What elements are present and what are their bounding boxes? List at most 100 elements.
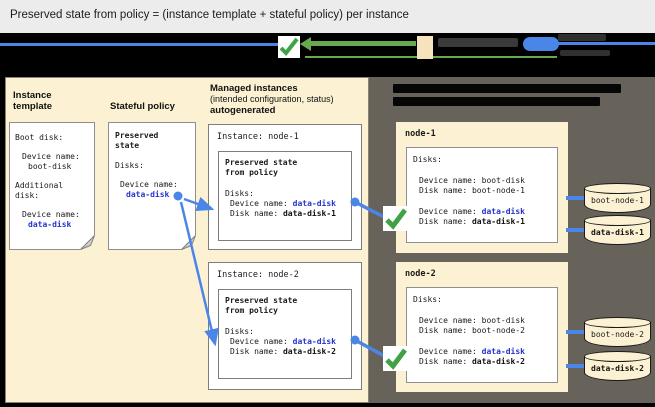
- disk-cylinder-icon: data-disk-2: [584, 351, 651, 381]
- disk-name-row: Disk name: boot-node-2: [419, 326, 553, 336]
- managed-instances-heading-line1: Managed instances: [210, 83, 298, 94]
- device-name-value: data-disk: [481, 207, 525, 216]
- device-name-value: data-disk: [292, 337, 336, 346]
- cylinder-top: [584, 317, 651, 328]
- stateful-policy-heading: Stateful policy: [110, 101, 175, 112]
- device-name-row: Device name: data-disk: [230, 199, 346, 209]
- cylinder-top: [584, 215, 651, 226]
- disk-cylinder-icon: boot-node-1: [584, 183, 651, 213]
- device-name-value: boot-disk: [28, 162, 72, 171]
- vm-card-node-1: node-1 Disks: Device name: boot-disk Dis…: [396, 122, 568, 253]
- instance-template-card: Boot disk: Device name: boot-disk Additi…: [9, 122, 95, 250]
- disk-cylinder-icon: data-disk-1: [584, 215, 651, 245]
- legend-obscured-text-2: [558, 34, 606, 41]
- disk-name-label: Disk name:: [419, 217, 472, 226]
- disk-connector: [566, 364, 585, 368]
- device-name-value: boot-disk: [481, 176, 525, 185]
- node-disks-box: Disks: Device name: boot-disk Disk name:…: [406, 287, 558, 383]
- checkmark-icon: [278, 36, 300, 58]
- disk-name-value: data-disk-2: [471, 357, 525, 366]
- disk-cylinder-label: boot-node-1: [591, 196, 644, 205]
- disk-cylinder-label: boot-node-2: [591, 330, 644, 339]
- preserved-state-from-policy-title: Preserved state from policy: [225, 158, 298, 177]
- cylinder-top: [584, 351, 651, 362]
- device-name-label: Device name:: [22, 152, 80, 161]
- additional-disk-label: Additional disk:: [15, 181, 64, 200]
- page-fold-icon: [181, 235, 196, 250]
- disk-name-row: Disk name: data-disk-2: [419, 357, 553, 367]
- preserved-state-from-policy-title: Preserved state from policy: [225, 296, 298, 315]
- instance-template-heading: Instance template: [13, 90, 53, 112]
- legend-obscured-text-1: [438, 38, 518, 47]
- managed-instances-subheading2: autogenerated: [210, 105, 276, 116]
- legend-template-box-icon: [417, 36, 433, 59]
- disk-name-row: Disk name: data-disk-2: [230, 347, 346, 357]
- managed-instances-subheading: (intended configuration, status): [210, 94, 334, 104]
- device-name-value: data-disk: [292, 199, 336, 208]
- disk-name-label: Disk name:: [230, 347, 283, 356]
- preserved-state-title: Preserved state: [115, 131, 159, 150]
- diagram-title: Preserved state from policy = (instance …: [10, 9, 409, 21]
- device-name-row: Device name: boot-disk: [419, 316, 553, 326]
- device-name-label: Device name:: [22, 210, 80, 219]
- disk-cylinder-icon: boot-node-2: [584, 317, 651, 347]
- right-panel-obscured-heading-2: [393, 97, 600, 106]
- device-name-label: Device name:: [419, 176, 482, 185]
- node-title: node-2: [405, 269, 436, 279]
- disk-cylinder-label: data-disk-1: [591, 228, 644, 237]
- disk-name-row: Disk name: data-disk-1: [230, 209, 346, 219]
- disk-name-value: data-disk-1: [282, 209, 336, 218]
- checkmark-icon: [383, 346, 408, 371]
- disk-connector: [566, 228, 585, 232]
- legend-bar: [0, 33, 655, 63]
- node-disks-box: Disks: Device name: boot-disk Disk name:…: [406, 147, 558, 243]
- device-name-row: Device name: data-disk: [419, 207, 553, 217]
- disk-name-row: Disk name: boot-node-1: [419, 186, 553, 196]
- disk-name-label: Disk name:: [419, 326, 472, 335]
- legend-instance-pill-icon: [523, 37, 559, 51]
- device-name-label: Device name:: [230, 337, 293, 346]
- cylinder-top: [584, 183, 651, 194]
- vm-card-node-2: node-2 Disks: Device name: boot-disk Dis…: [396, 262, 568, 392]
- device-name-value: data-disk: [481, 347, 525, 356]
- managed-instances-heading: Managed instances (intended configuratio…: [210, 83, 368, 116]
- title-bar: Preserved state from policy = (instance …: [0, 0, 655, 33]
- disk-cylinder-label: data-disk-2: [591, 364, 644, 373]
- boot-disk-label: Boot disk:: [15, 133, 64, 142]
- device-name-label: Device name:: [419, 207, 482, 216]
- disks-label: Disks:: [225, 327, 254, 336]
- device-name-row: Device name: data-disk: [230, 337, 346, 347]
- disk-name-label: Disk name:: [230, 209, 283, 218]
- disks-label: Disks:: [413, 295, 442, 304]
- disk-name-value: data-disk-1: [471, 217, 525, 226]
- preserved-state-box: Preserved state from policy Disks: Devic…: [218, 151, 352, 241]
- disk-name-label: Disk name:: [419, 357, 472, 366]
- preserved-state-box: Preserved state from policy Disks: Devic…: [218, 289, 352, 379]
- right-panel-obscured-heading-1: [393, 84, 621, 93]
- checkmark-icon: [383, 206, 408, 231]
- disk-name-label: Disk name:: [419, 186, 472, 195]
- disks-label: Disks:: [413, 155, 442, 164]
- stateful-policy-card: Preserved state Disks: Device name: data…: [108, 122, 196, 250]
- disk-connector: [566, 330, 585, 334]
- device-name-row: Device name: boot-disk: [419, 176, 553, 186]
- device-name-label: Device name:: [419, 347, 482, 356]
- disk-connector: [566, 196, 585, 200]
- legend-blue-line-right: [557, 42, 655, 45]
- legend-green-arrow-shaft: [311, 41, 416, 46]
- device-name-label: Device name:: [419, 316, 482, 325]
- disk-name-value: data-disk-2: [282, 347, 336, 356]
- device-name-row: Device name: data-disk: [419, 347, 553, 357]
- legend-blue-line-left: [0, 43, 278, 46]
- managed-instance-box-node-2: Instance: node-2 Preserved state from po…: [208, 262, 362, 390]
- device-name-value: data-disk: [28, 220, 72, 229]
- disk-name-value: boot-node-2: [471, 326, 525, 335]
- disks-label: Disks:: [115, 161, 144, 170]
- disk-name-row: Disk name: data-disk-1: [419, 217, 553, 227]
- instance-title: Instance: node-2: [217, 270, 299, 280]
- disk-name-value: boot-node-1: [471, 186, 525, 195]
- instance-title: Instance: node-1: [217, 132, 299, 142]
- page-fold-icon: [80, 235, 95, 250]
- legend-obscured-text-3: [560, 50, 610, 56]
